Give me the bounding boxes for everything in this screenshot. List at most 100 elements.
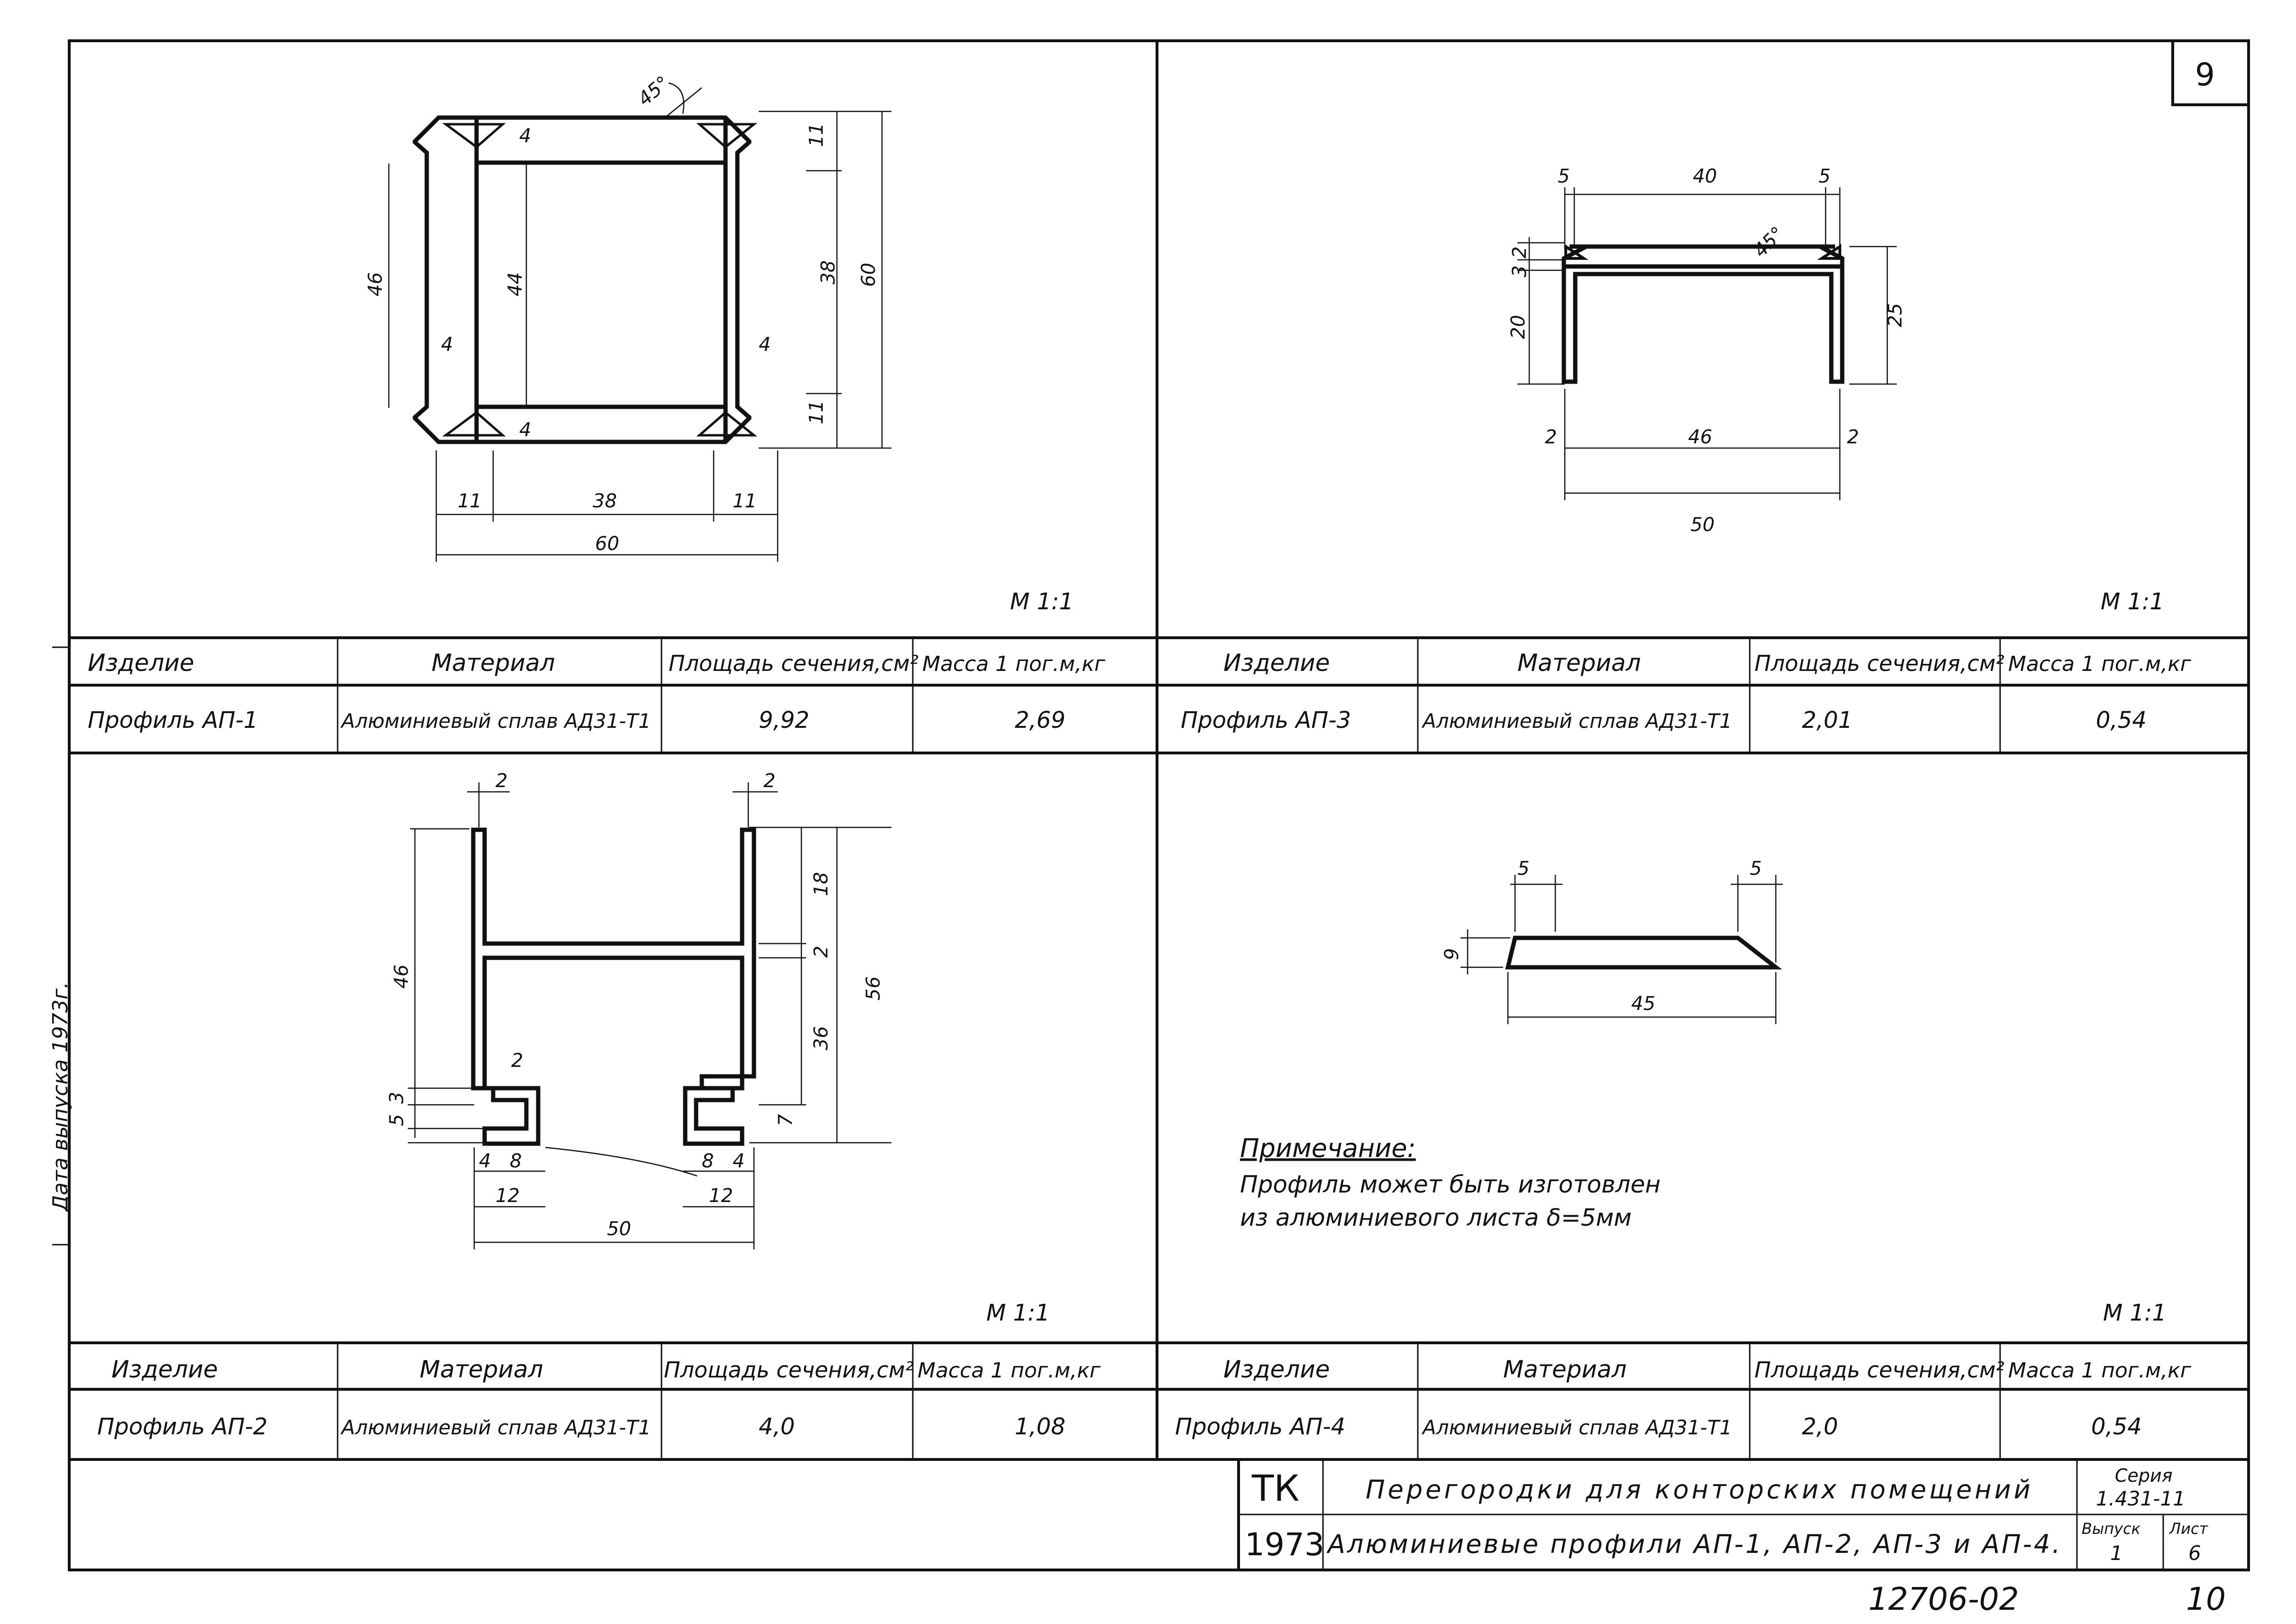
ap3-dim-2-left: 2 <box>1545 426 1557 448</box>
note-line-1: Профиль может быть изготовлен <box>1240 1171 1661 1198</box>
table-ap1: Изделие Материал Площадь сечения,см² Мас… <box>88 649 1106 734</box>
page-number: 10 <box>2186 1581 2226 1617</box>
ap2-name: Профиль АП-2 <box>97 1413 267 1440</box>
ap1-dim-4b: 4 <box>519 419 531 441</box>
series-value: 1.431-11 <box>2096 1487 2186 1510</box>
profile-ap3-drawing <box>1517 187 1897 455</box>
ap2-dim-2-right: 2 <box>763 770 775 792</box>
ap2-dim-2-mid: 2 <box>810 946 832 958</box>
ap3-header-area: Площадь сечения,см² <box>1754 651 2004 676</box>
profile-ap1-drawing <box>388 82 891 562</box>
ap3-material: Алюминиевый сплав АД31-Т1 <box>1421 709 1732 733</box>
profile-ap2-drawing <box>408 782 891 1249</box>
ap3-area: 2,01 <box>1802 707 1853 734</box>
sheet-label: Лист <box>2169 1520 2208 1538</box>
ap4-dim-5-right: 5 <box>1750 858 1762 880</box>
ap1-dim-38-side: 38 <box>817 260 839 284</box>
note-line-2: из алюминиевого листа δ=5мм <box>1240 1204 1632 1231</box>
ap4-area: 2,0 <box>1802 1413 1838 1440</box>
title-year: 1973 <box>1245 1526 1324 1563</box>
ap3-dim-2: 2 <box>1509 247 1531 258</box>
archive-code: 12706-02 <box>1868 1581 2019 1617</box>
ap2-dim-4-left: 4 <box>479 1150 491 1172</box>
ap3-dim-5-left: 5 <box>1558 165 1570 187</box>
ap3-header-mass: Масса 1 пог.м,кг <box>2008 652 2192 676</box>
ap4-dim-5-left: 5 <box>1517 858 1529 880</box>
title-line-1: Перегородки для конторских помещений <box>1366 1475 2033 1505</box>
ap2-scale: М 1:1 <box>986 1300 1050 1326</box>
ap1-mass: 2,69 <box>1015 707 1065 734</box>
sheet-number: 9 <box>2195 56 2215 93</box>
table-ap3: Изделие Материал Площадь сечения,см² Мас… <box>1181 649 2192 734</box>
ap1-dim-11-right: 11 <box>733 490 757 512</box>
ap3-dim-50: 50 <box>1690 514 1715 536</box>
ap2-dim-12-right: 12 <box>709 1185 733 1207</box>
issue-value: 1 <box>2110 1541 2123 1565</box>
ap1-dim-4a: 4 <box>519 125 531 147</box>
note-title: Примечание: <box>1240 1133 1416 1163</box>
margin-issue-date: Дата выпуска 1973г. <box>48 982 73 1212</box>
ap3-scale: М 1:1 <box>2101 588 2164 615</box>
ap2-dim-7: 7 <box>775 1114 797 1126</box>
ap2-dim-50: 50 <box>607 1218 631 1240</box>
table-ap2: Изделие Материал Площадь сечения,см² Мас… <box>97 1356 1101 1440</box>
profile-ap4-dims: 5 5 9 45 <box>1441 858 1762 1015</box>
ap3-mass: 0,54 <box>2096 707 2147 734</box>
ap4-scale: М 1:1 <box>2103 1300 2167 1326</box>
ap1-dim-4d: 4 <box>759 334 771 356</box>
ap2-dim-56: 56 <box>863 976 884 1000</box>
ap4-mass: 0,54 <box>2091 1413 2142 1440</box>
issue-label: Выпуск <box>2082 1520 2141 1538</box>
ap2-dim-5: 5 <box>386 1114 408 1126</box>
ap4-dim-9: 9 <box>1441 948 1463 960</box>
ap1-dim-4c: 4 <box>441 334 453 356</box>
profile-ap2-dims: 2 2 18 2 56 36 7 46 2 3 5 4 8 12 8 4 12 … <box>386 770 884 1240</box>
ap1-header-item: Изделие <box>88 649 194 677</box>
ap1-header-area: Площадь сечения,см² <box>669 651 918 676</box>
ap1-name: Профиль АП-1 <box>88 707 258 734</box>
ap2-material: Алюминиевый сплав АД31-Т1 <box>340 1416 651 1439</box>
ap4-header-mass: Масса 1 пог.м,кг <box>2008 1358 2192 1383</box>
ap3-dim-45: 45° <box>1750 222 1789 262</box>
ap3-dim-2-right: 2 <box>1847 426 1859 448</box>
ap2-header-item: Изделие <box>111 1356 218 1383</box>
ap3-dim-40: 40 <box>1693 165 1717 187</box>
ap2-dim-3: 3 <box>386 1092 408 1104</box>
ap1-dim-44: 44 <box>505 272 526 296</box>
ap1-dim-11-bottom: 11 <box>806 400 827 424</box>
series-label: Серия <box>2115 1465 2173 1486</box>
ap2-dim-8-right: 8 <box>702 1150 714 1172</box>
ap1-area: 9,92 <box>759 707 809 734</box>
ap1-dim-angle: 45° <box>634 72 674 110</box>
table-ap4: Изделие Материал Площадь сечения,см² Мас… <box>1175 1356 2192 1440</box>
ap1-dim-11-top: 11 <box>806 123 827 147</box>
ap2-header-mass: Масса 1 пог.м,кг <box>918 1358 1101 1383</box>
ap3-name: Профиль АП-3 <box>1181 707 1351 734</box>
sheet-value: 6 <box>2188 1541 2201 1565</box>
ap3-dim-46: 46 <box>1688 426 1712 448</box>
title-org: ТК <box>1251 1467 1299 1509</box>
ap1-header-material: Материал <box>432 649 555 677</box>
profile-ap3-dims: 5 40 5 45° 2 3 20 25 2 46 2 50 <box>1507 165 1906 536</box>
ap3-dim-25: 25 <box>1884 303 1906 327</box>
ap2-dim-36: 36 <box>810 1026 832 1050</box>
ap4-header-item: Изделие <box>1223 1356 1330 1383</box>
ap4-dim-45: 45 <box>1631 993 1655 1015</box>
ap2-header-material: Материал <box>420 1356 543 1383</box>
ap3-header-item: Изделие <box>1223 649 1330 677</box>
ap4-note: Примечание: Профиль может быть изготовле… <box>1240 1133 1661 1231</box>
title-line-2: Алюминиевые профили АП-1, АП-2, АП-3 и А… <box>1326 1529 2062 1559</box>
ap2-dim-12-left: 12 <box>496 1185 520 1207</box>
ap4-header-material: Материал <box>1503 1356 1627 1383</box>
ap4-header-area: Площадь сечения,см² <box>1754 1357 2004 1383</box>
ap2-header-area: Площадь сечения,см² <box>664 1357 914 1383</box>
ap1-material: Алюминиевый сплав АД31-Т1 <box>340 709 651 733</box>
profile-ap1-dims: 45° 4 4 4 4 11 38 11 60 11 38 60 11 46 4… <box>365 72 880 555</box>
sheet-frame <box>52 39 2250 1571</box>
ap1-dim-46: 46 <box>365 272 386 296</box>
ap2-dim-2-small: 2 <box>511 1050 523 1072</box>
ap1-scale: М 1:1 <box>1010 588 1074 615</box>
ap2-dim-4-right: 4 <box>733 1150 744 1172</box>
ap1-dim-38-bottom: 38 <box>593 490 617 512</box>
ap2-dim-2-left: 2 <box>496 770 507 792</box>
